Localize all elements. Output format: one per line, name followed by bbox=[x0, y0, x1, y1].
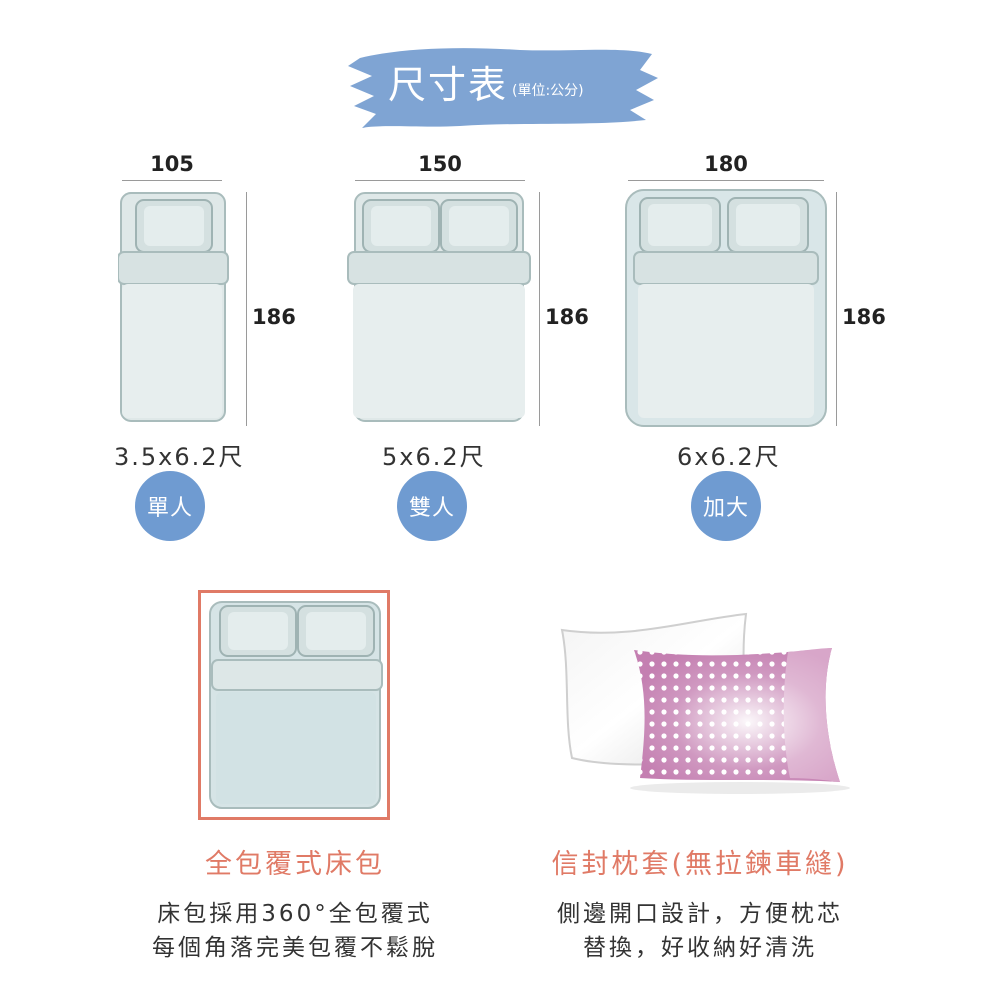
length-dimension-line bbox=[836, 192, 837, 426]
bed-single-width: 105 bbox=[150, 152, 194, 176]
width-dimension-line bbox=[628, 180, 824, 181]
pillowcase-desc-line1: 側邊開口設計，方便枕芯 bbox=[557, 901, 843, 927]
title-brush-background bbox=[348, 48, 658, 128]
fitted-sheet-desc-line1: 床包採用360°全包覆式 bbox=[157, 901, 433, 927]
bed-double-type-badge: 雙人 bbox=[397, 471, 467, 541]
bed-double-illustration bbox=[347, 192, 531, 422]
bed-double-width: 150 bbox=[418, 152, 462, 176]
fitted-sheet-desc-line2: 每個角落完美包覆不鬆脫 bbox=[152, 935, 438, 961]
pillowcase-illustration bbox=[560, 612, 850, 794]
bed-double-length: 186 bbox=[545, 305, 589, 329]
width-dimension-line bbox=[122, 180, 222, 181]
bed-single-type-badge: 單人 bbox=[135, 471, 205, 541]
bed-queen-width: 180 bbox=[704, 152, 748, 176]
length-dimension-line bbox=[539, 192, 540, 426]
fitted-sheet-title: 全包覆式床包 bbox=[205, 849, 385, 880]
bed-queen-type-badge: 加大 bbox=[691, 471, 761, 541]
bed-queen-length: 186 bbox=[842, 305, 886, 329]
bed-queen-illustration bbox=[625, 189, 827, 427]
fitted-sheet-highlight-frame bbox=[198, 590, 390, 820]
pillowcase-title: 信封枕套(無拉鍊車縫) bbox=[551, 849, 849, 880]
length-dimension-line bbox=[246, 192, 247, 426]
bed-single-size: 3.5x6.2尺 bbox=[114, 443, 245, 471]
page-title: 尺寸表 bbox=[388, 63, 509, 107]
unit-label: (單位:公分) bbox=[512, 83, 584, 99]
bed-single-length: 186 bbox=[252, 305, 296, 329]
width-dimension-line bbox=[355, 180, 525, 181]
bed-queen-size: 6x6.2尺 bbox=[677, 443, 781, 471]
fitted-sheet-illustration bbox=[209, 601, 383, 809]
bed-single-illustration bbox=[118, 192, 229, 422]
pillowcase-desc-line2: 替換，好收納好清洗 bbox=[583, 935, 817, 961]
bed-double-size: 5x6.2尺 bbox=[382, 443, 486, 471]
